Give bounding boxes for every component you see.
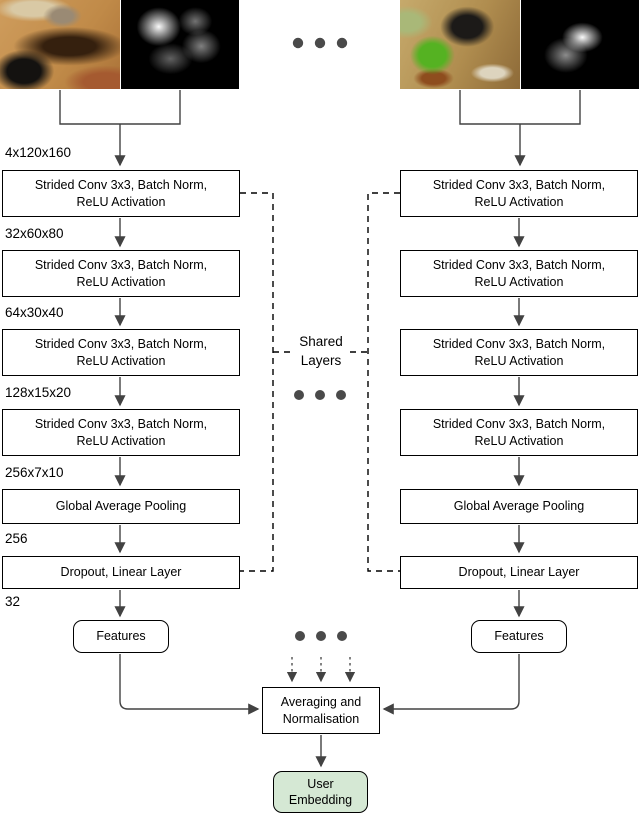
pooling-block-text: Global Average Pooling <box>55 499 187 514</box>
solid-arrows <box>59 90 581 768</box>
tensor-dim-label: 32 <box>5 594 21 609</box>
ellipsis-dots-top <box>292 37 348 49</box>
input-photo-right <box>400 0 520 89</box>
features-to-averaging-right <box>382 654 520 715</box>
dropout-block-text: Dropout, Linear Layer <box>458 565 580 580</box>
pooling-block-right: Global Average Pooling <box>400 489 638 524</box>
user-embedding-text: Embedding <box>288 793 353 807</box>
conv-block-text: Strided Conv 3x3, Batch Norm, <box>34 337 208 352</box>
features-text: Features <box>494 629 544 644</box>
user-embedding-text: User <box>307 776 334 791</box>
conv-block-right-3: Strided Conv 3x3, Batch Norm, ReLU Activ… <box>400 329 638 376</box>
dropout-block-text: Dropout, Linear Layer <box>60 565 182 580</box>
conv-block-right-4: Strided Conv 3x3, Batch Norm, ReLU Activ… <box>400 409 638 456</box>
conv-block-text: Strided Conv 3x3, Batch Norm, <box>432 178 606 193</box>
input-merge-bracket-right <box>459 90 581 125</box>
pooling-block-left: Global Average Pooling <box>2 489 240 524</box>
averaging-block-text: Averaging and <box>280 695 362 710</box>
tensor-dim-label: 4x120x160 <box>5 145 72 160</box>
conv-block-text: Strided Conv 3x3, Batch Norm, <box>34 258 208 273</box>
conv-block-text: Strided Conv 3x3, Batch Norm, <box>432 417 606 432</box>
conv-block-text: ReLU Activation <box>474 433 564 448</box>
tensor-dim-label: 256 <box>5 531 28 546</box>
conv-block-text: Strided Conv 3x3, Batch Norm, <box>34 417 208 432</box>
averaging-block: Averaging and Normalisation <box>262 687 380 734</box>
tensor-dim-label: 32x60x80 <box>5 226 64 241</box>
tensor-dim-label: 256x7x10 <box>5 465 64 480</box>
shared-layers-text: Layers <box>300 352 342 368</box>
saliency-map-left <box>121 0 239 89</box>
conv-block-left-3: Strided Conv 3x3, Batch Norm, ReLU Activ… <box>2 329 240 376</box>
input-photo-left <box>0 0 120 89</box>
shared-layers-dashed-bracket <box>240 192 400 572</box>
conv-block-right-2: Strided Conv 3x3, Batch Norm, ReLU Activ… <box>400 250 638 297</box>
conv-block-text: ReLU Activation <box>474 274 564 289</box>
averaging-block-text: Normalisation <box>282 711 360 726</box>
conv-block-left-4: Strided Conv 3x3, Batch Norm, ReLU Activ… <box>2 409 240 456</box>
user-embedding-block: User Embedding <box>273 771 368 813</box>
features-text: Features <box>96 629 146 644</box>
conv-block-text: Strided Conv 3x3, Batch Norm, <box>34 178 208 193</box>
conv-block-text: ReLU Activation <box>76 274 166 289</box>
dropout-block-left: Dropout, Linear Layer <box>2 556 240 589</box>
conv-block-right-1: Strided Conv 3x3, Batch Norm, ReLU Activ… <box>400 170 638 217</box>
ellipsis-dots-middle <box>294 390 346 400</box>
features-box-right: Features <box>471 620 567 653</box>
dropout-block-right: Dropout, Linear Layer <box>400 556 638 589</box>
conv-block-text: ReLU Activation <box>474 353 564 368</box>
ellipsis-dots-bottom <box>295 631 347 641</box>
tensor-dim-label: 64x30x40 <box>5 305 64 320</box>
conv-block-left-1: Strided Conv 3x3, Batch Norm, ReLU Activ… <box>2 170 240 217</box>
conv-block-text: Strided Conv 3x3, Batch Norm, <box>432 258 606 273</box>
conv-block-text: Strided Conv 3x3, Batch Norm, <box>432 337 606 352</box>
conv-block-text: ReLU Activation <box>474 194 564 209</box>
conv-block-text: ReLU Activation <box>76 353 166 368</box>
tensor-dim-label: 128x15x20 <box>5 385 72 400</box>
shared-layers-text: Shared <box>299 334 343 349</box>
shared-layers-label: Shared Layers <box>292 332 350 372</box>
saliency-map-right <box>521 0 639 89</box>
features-box-left: Features <box>73 620 169 653</box>
features-to-averaging-left <box>119 654 260 715</box>
dashed-arrows-into-averaging <box>286 657 356 683</box>
conv-block-text: ReLU Activation <box>76 433 166 448</box>
conv-block-left-2: Strided Conv 3x3, Batch Norm, ReLU Activ… <box>2 250 240 297</box>
conv-block-text: ReLU Activation <box>76 194 166 209</box>
input-merge-bracket-left <box>59 90 181 125</box>
pooling-block-text: Global Average Pooling <box>453 499 585 514</box>
